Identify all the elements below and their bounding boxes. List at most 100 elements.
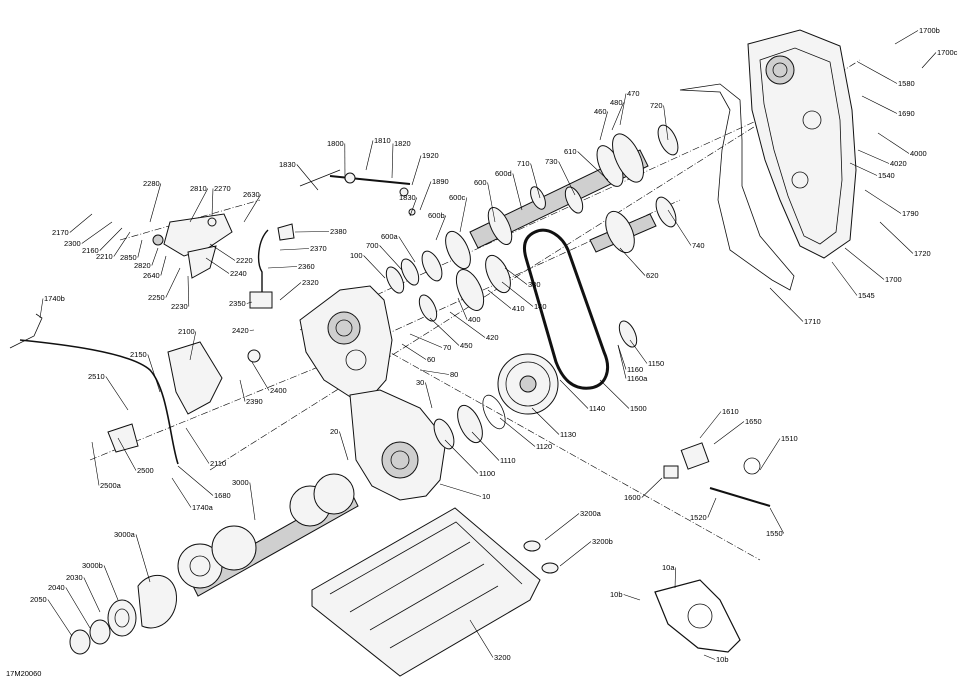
leader-c380 [504,267,528,285]
drive-shaft [177,473,359,597]
leader-c2230 [187,275,190,307]
callout-c2640: 2640 [143,271,160,280]
callout-c1120: 1120 [536,442,552,451]
callout-c1920: 1920 [422,151,439,160]
leader-c1160a [617,344,627,379]
callout-c2110: 2110 [210,459,226,468]
leader-c2420 [249,329,255,331]
leader-c1140 [559,379,589,409]
callout-c1600: 1600 [624,493,641,502]
leader-c2240 [205,257,230,274]
leader-c410 [487,289,512,309]
callout-c1700c: 1700c [937,48,958,57]
callout-c2320: 2320 [302,278,319,287]
callout-c2270: 2270 [214,184,231,193]
leader-c1540 [849,162,878,176]
callout-c60: 60 [427,355,435,364]
callout-c1500: 1500 [630,404,647,413]
callout-c1790: 1790 [902,209,919,218]
leader-c10a [674,567,676,589]
callout-c420: 420 [486,333,499,342]
callout-c1680: 1680 [214,491,231,500]
callout-c2050: 2050 [30,595,47,604]
cover-gasket [679,83,795,291]
leader-c2360 [267,266,298,269]
callout-c2280: 2280 [143,179,160,188]
callout-c730: 730 [545,157,558,166]
callout-c1510: 1510 [781,434,798,443]
leader-c1150 [629,339,648,364]
mount-bracket [167,341,223,415]
callout-c10b1: 10b [610,590,623,599]
leader-c600d [512,173,523,211]
callout-c100: 100 [350,251,363,260]
callout-c4020: 4020 [890,159,907,168]
callout-c1810: 1810 [374,136,391,145]
callout-c1160a: 1160a [627,374,648,383]
callout-c2030: 2030 [66,573,83,582]
clip-3200a [523,540,541,552]
callout-c1545: 1545 [858,291,875,300]
leader-c2040 [65,587,91,629]
callout-c600a: 600a [381,232,399,241]
callout-c1520: 1520 [690,513,707,522]
leader-c600 [487,182,496,223]
leader-c2370 [279,248,310,251]
leader-c1100 [444,439,479,474]
callout-c1550: 1550 [766,529,783,538]
leader-c2030 [83,577,101,613]
leader-c2810 [189,188,209,223]
gear-stack [385,124,679,322]
leader-c1650 [713,421,745,445]
leader-c2400 [251,361,270,391]
callout-c10a: 10a [662,563,675,572]
callout-c10b2: 10b [716,655,729,664]
figure-code: 17M20060 [6,669,41,678]
callout-c140: 140 [534,302,547,311]
leader-c1740b [39,298,44,319]
leader-c720 [663,105,669,141]
leader-c2500a [91,441,100,486]
bearing-set [433,320,638,450]
callout-c70: 70 [443,343,451,352]
callout-labels: 1700b1700c158016904000402015401790172017… [30,26,958,664]
callout-c3000: 3000 [232,478,249,487]
leader-c1500 [599,379,630,409]
leader-c2160 [99,227,123,251]
cable-end [9,313,43,349]
end-plate-parts [69,575,177,655]
callout-c1130: 1130 [560,430,576,439]
leader-c3200 [469,619,494,658]
callout-c2160: 2160 [82,246,99,255]
callout-leaders [39,30,937,660]
callout-c2420: 2420 [232,326,249,335]
callout-c2820: 2820 [134,261,151,270]
callout-c2100: 2100 [178,327,195,336]
leader-c480 [611,102,624,131]
callout-c2300: 2300 [64,239,81,248]
leader-c2510 [105,376,129,411]
bracket-2500 [107,423,139,453]
callout-c20: 20 [330,427,338,436]
leader-c2380 [294,231,330,233]
callout-c1140: 1140 [589,404,605,413]
leader-c1580 [857,61,898,84]
leader-c400 [457,297,468,320]
callout-c2390: 2390 [246,397,263,406]
leader-c1690 [861,95,898,114]
callout-c1690: 1690 [898,109,915,118]
leader-c1700 [844,247,885,280]
leader-c1920 [411,155,422,186]
callout-c2510: 2510 [88,372,105,381]
leader-c1790 [864,189,902,214]
callout-c4000: 4000 [910,149,927,158]
leader-c1160 [617,344,627,370]
leader-c1550 [769,507,785,534]
leader-c2050 [47,599,73,637]
brake-cable [19,339,179,465]
leader-c2150 [147,354,161,393]
callout-c2500a: 2500a [100,481,122,490]
leader-c1700c [921,52,937,69]
leader-c10 [439,483,482,497]
leader-c600c [459,197,468,233]
